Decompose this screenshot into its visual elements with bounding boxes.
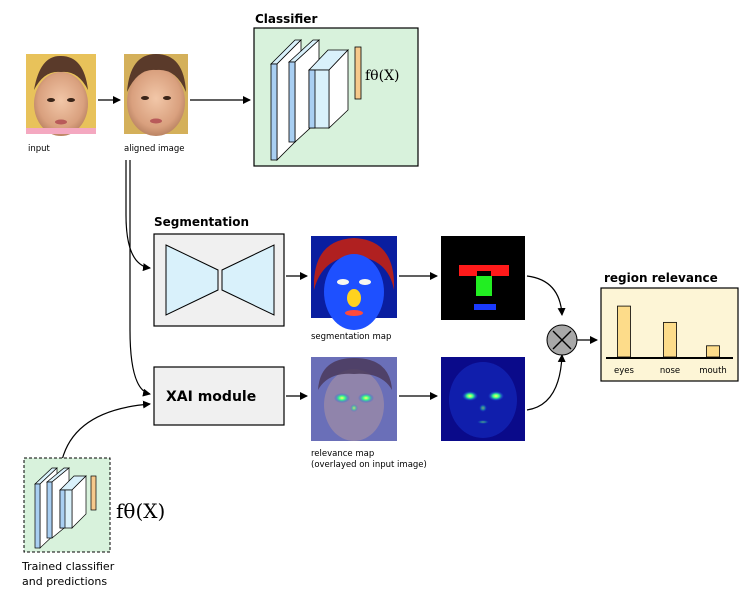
aligned-image bbox=[124, 54, 188, 136]
multiply-icon bbox=[546, 324, 578, 356]
input-label: input bbox=[28, 144, 51, 154]
classifier-network-icon bbox=[270, 39, 362, 161]
segmentation-title: Segmentation bbox=[154, 215, 249, 229]
arrow-trained-to-xai bbox=[61, 400, 151, 461]
xai-module-box bbox=[153, 366, 285, 426]
bar-label-mouth: mouth bbox=[699, 366, 727, 376]
classifier-function-label: fθ(X) bbox=[365, 68, 400, 84]
bar-label-nose: nose bbox=[660, 366, 680, 376]
input-image bbox=[26, 54, 96, 136]
region-relevance-title: region relevance bbox=[604, 271, 718, 285]
bar-label-eyes: eyes bbox=[614, 366, 634, 376]
segmentation-map-label: segmentation map bbox=[311, 332, 391, 342]
relevance-overlay-image bbox=[311, 357, 397, 441]
trained-network-icon bbox=[34, 467, 97, 549]
region-relevance-labels: eyes nose mouth bbox=[614, 366, 727, 376]
region-mask-image bbox=[441, 236, 525, 320]
arrow-aligned-to-segmentation bbox=[125, 160, 151, 272]
encoder-shape bbox=[165, 244, 219, 316]
trained-function-label: fθ(X) bbox=[116, 499, 165, 523]
arrow-regions-to-multiply bbox=[526, 275, 566, 316]
decoder-shape bbox=[221, 244, 275, 316]
relevance-map-label-2: (overlayed on input image) bbox=[311, 460, 427, 470]
arrow-heatmap-to-multiply bbox=[526, 354, 566, 411]
relevance-map-label-1: relevance map bbox=[311, 449, 374, 459]
arrow-aligned-to-xai bbox=[129, 160, 151, 397]
trained-label-1: Trained classifier bbox=[21, 560, 115, 573]
bar-eyes bbox=[617, 305, 631, 358]
xai-module-label: XAI module bbox=[166, 389, 256, 405]
aligned-image-label: aligned image bbox=[124, 144, 185, 154]
bar-mouth bbox=[706, 345, 720, 358]
classifier-title: Classifier bbox=[255, 12, 317, 26]
relevance-heatmap-image bbox=[441, 357, 525, 441]
segmentation-map-image bbox=[311, 236, 397, 330]
trained-label-2: and predictions bbox=[22, 575, 107, 588]
bar-nose bbox=[663, 321, 677, 358]
